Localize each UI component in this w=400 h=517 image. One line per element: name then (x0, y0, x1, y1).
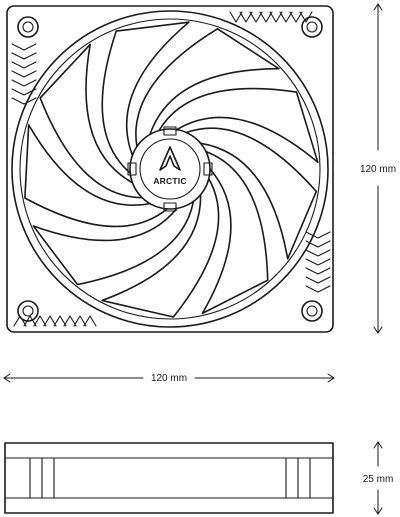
corner-rib (305, 276, 331, 284)
corner-rib (305, 267, 331, 275)
fan-blade (201, 150, 269, 315)
arctic-logo-icon (159, 146, 181, 171)
corner-rib (73, 315, 87, 327)
corner-rib (305, 285, 331, 293)
fan-side-view (4, 442, 334, 514)
corner-rib (11, 61, 37, 69)
fan-inner-ring (19, 18, 321, 320)
corner-rib (299, 11, 313, 23)
corner-rib (11, 97, 37, 105)
mounting-hole-top-right (301, 16, 323, 38)
corner-rib (23, 315, 37, 327)
mounting-holes (17, 16, 323, 322)
corner-rib (229, 11, 243, 23)
corner-rib (259, 11, 273, 23)
corner-rib (249, 11, 263, 23)
mounting-hole-top-left (17, 16, 39, 38)
mounting-hole-bottom-right (301, 300, 323, 322)
mounting-hole-bottom-left (17, 300, 39, 322)
corner-ribs (11, 11, 331, 327)
width-dimension-label: 120 mm (151, 373, 187, 384)
fan-blade (158, 87, 319, 163)
depth-dimension-label: 25 mm (363, 474, 394, 485)
fan-front-view: ARCTIC (6, 5, 334, 333)
fan-frame-outline (6, 5, 334, 333)
corner-rib (43, 315, 57, 327)
fan-blade (101, 21, 190, 174)
corner-rib (279, 11, 293, 23)
corner-rib (305, 258, 331, 266)
corner-rib (269, 11, 283, 23)
depth-dimension: 25 mm (363, 441, 394, 515)
fan-blade (32, 200, 195, 286)
corner-rib (63, 315, 77, 327)
height-dimension: 120 mm (360, 3, 396, 334)
hub-logo-text: ARCTIC (153, 176, 186, 186)
corner-rib (11, 70, 37, 78)
fan-blade (24, 124, 168, 228)
corner-rib (13, 315, 27, 327)
corner-rib (289, 11, 303, 23)
fan-blades (24, 21, 319, 318)
corner-rib (83, 315, 97, 327)
height-dimension-label: 120 mm (360, 164, 396, 175)
corner-rib (239, 11, 253, 23)
corner-rib (305, 249, 331, 257)
corner-rib (11, 79, 37, 87)
corner-rib (33, 315, 47, 327)
fan-hub: ARCTIC (127, 126, 213, 212)
fan-blade (185, 127, 318, 260)
corner-rib (53, 315, 67, 327)
corner-rib (11, 43, 37, 51)
width-dimension: 120 mm (3, 373, 335, 384)
corner-rib (11, 52, 37, 60)
fan-blade (39, 43, 143, 199)
fan-blade (135, 28, 280, 148)
fan-shroud-ring (11, 10, 329, 328)
fan-blade (101, 178, 220, 318)
corner-rib (305, 231, 331, 239)
